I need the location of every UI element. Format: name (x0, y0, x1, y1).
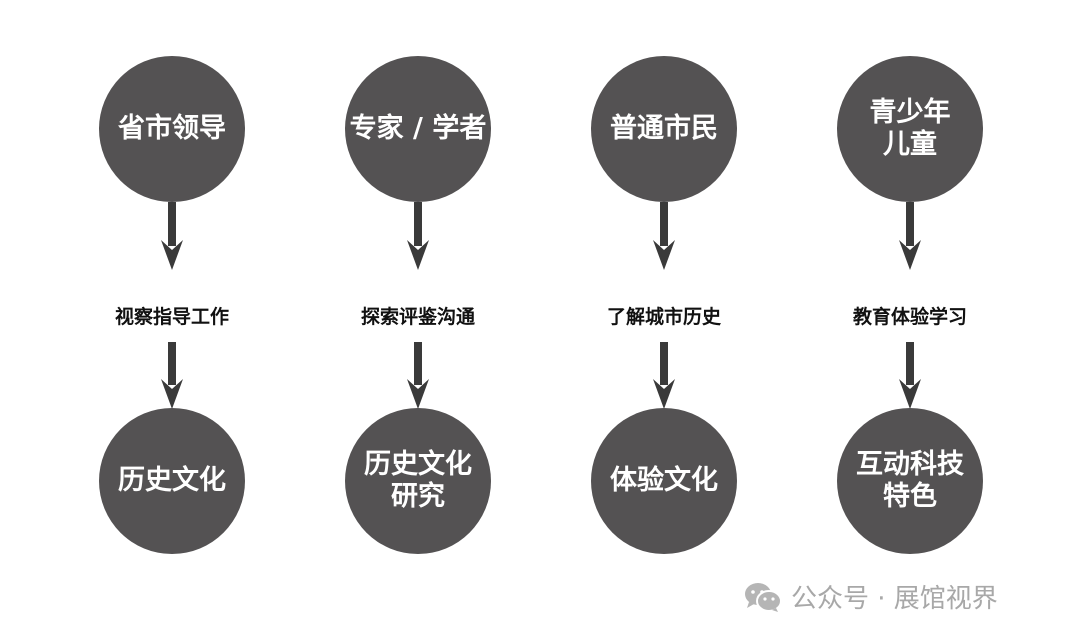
audience-column: 专家 / 学者 探索评鉴沟通 历史文化 研究 (338, 0, 498, 641)
audience-circle: 省市领导 (99, 56, 245, 202)
down-arrow-icon (653, 202, 675, 270)
down-arrow-icon (407, 342, 429, 409)
audience-column: 普通市民 了解城市历史 体验文化 (584, 0, 744, 641)
purpose-label: 视察指导工作 (114, 306, 229, 328)
audience-circle: 普通市民 (591, 56, 737, 202)
focus-circle: 历史文化 研究 (345, 408, 491, 554)
focus-circle: 体验文化 (591, 408, 737, 554)
focus-circle: 互动科技 特色 (837, 408, 983, 554)
wechat-icon (745, 582, 782, 612)
audience-circle: 青少年 儿童 (837, 56, 983, 202)
watermark: 公众号 · 展馆视界 (743, 578, 998, 615)
focus-circle: 历史文化 (99, 408, 245, 554)
purpose-label: 了解城市历史 (606, 306, 721, 328)
down-arrow-icon (161, 202, 183, 270)
down-arrow-icon (899, 202, 921, 270)
down-arrow-icon (161, 342, 183, 409)
purpose-label: 探索评鉴沟通 (360, 306, 475, 328)
down-arrow-icon (899, 342, 921, 409)
watermark-text: 公众号 · 展馆视界 (791, 584, 998, 614)
purpose-label: 教育体验学习 (852, 306, 967, 328)
down-arrow-icon (407, 202, 429, 270)
down-arrow-icon (653, 342, 675, 409)
audience-column: 青少年 儿童 教育体验学习 互动科技 特色 (830, 0, 990, 641)
audience-circle: 专家 / 学者 (345, 56, 491, 202)
audience-column: 省市领导 视察指导工作 历史文化 (92, 0, 252, 641)
